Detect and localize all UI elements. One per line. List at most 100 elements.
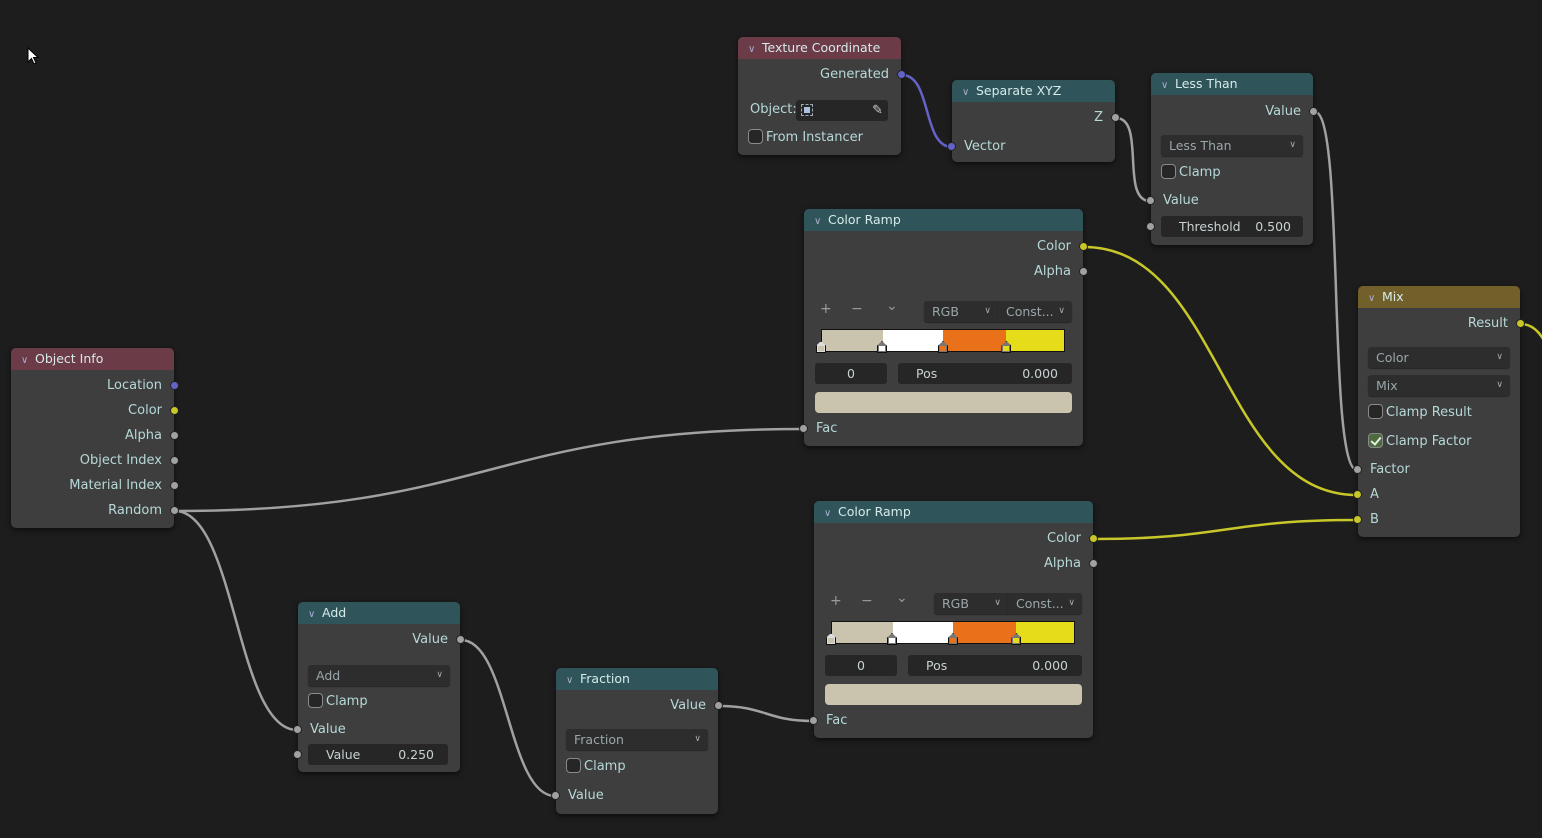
- ramp-stop-handle[interactable]: [938, 341, 948, 353]
- operation-dropdown[interactable]: Less Than∨: [1161, 135, 1303, 156]
- node-header[interactable]: ∨Color Ramp: [804, 209, 1083, 231]
- link-lessthan-factor[interactable]: [1314, 110, 1358, 472]
- stop-index-field[interactable]: 0: [815, 363, 887, 384]
- collapse-chevron-icon[interactable]: ∨: [566, 675, 574, 686]
- color-ramp-node-2[interactable]: ∨Color Ramp Color Alpha + − ⌄ RGB∨ Const…: [809, 501, 1098, 738]
- socket-a[interactable]: [1353, 490, 1362, 499]
- socket-alpha[interactable]: [170, 431, 179, 440]
- node-header[interactable]: ∨Object Info: [11, 348, 174, 370]
- eyedropper-icon[interactable]: ✎: [872, 103, 883, 118]
- remove-stop-button[interactable]: −: [851, 301, 863, 317]
- link-fraction-ramp2[interactable]: [718, 704, 814, 723]
- link-random-ramp1[interactable]: [174, 427, 804, 513]
- collapse-chevron-icon[interactable]: ∨: [748, 44, 756, 55]
- node-header[interactable]: ∨Add: [298, 602, 460, 624]
- add-stop-button[interactable]: +: [830, 593, 842, 609]
- operation-dropdown[interactable]: Add∨: [308, 665, 450, 686]
- socket-fac[interactable]: [809, 716, 818, 725]
- checkbox-checked-icon[interactable]: [1368, 433, 1383, 448]
- clamp-result-checkbox[interactable]: Clamp Result: [1368, 403, 1472, 423]
- link-add-fraction[interactable]: [460, 638, 556, 798]
- from-instancer-checkbox[interactable]: From Instancer: [748, 128, 863, 148]
- socket-color[interactable]: [1079, 242, 1088, 251]
- collapse-chevron-icon[interactable]: ∨: [1368, 293, 1376, 304]
- object-field[interactable]: ✎: [796, 100, 888, 121]
- ramp-menu-button[interactable]: ⌄: [896, 590, 908, 606]
- socket-vector[interactable]: [947, 142, 956, 151]
- separate-xyz-node[interactable]: ∨Separate XYZ Z Vector: [947, 80, 1120, 162]
- mix-node[interactable]: ∨Mix Result Color∨ Mix∨ Clamp Result Cla…: [1353, 286, 1525, 537]
- ramp-stop-handle[interactable]: [877, 341, 887, 353]
- stop-color-swatch[interactable]: [815, 392, 1072, 413]
- socket-alpha[interactable]: [1079, 267, 1088, 276]
- checkbox-box[interactable]: [308, 693, 323, 708]
- clamp-checkbox[interactable]: Clamp: [1161, 163, 1221, 183]
- link-mix-result[interactable]: [1520, 322, 1542, 380]
- collapse-chevron-icon[interactable]: ∨: [814, 216, 822, 227]
- collapse-chevron-icon[interactable]: ∨: [21, 355, 29, 366]
- ramp-stop-handle[interactable]: [948, 633, 958, 645]
- color-mode-dropdown[interactable]: RGB∨: [924, 301, 998, 322]
- ramp-stop-handle[interactable]: [1001, 341, 1012, 353]
- socket-threshold[interactable]: [1146, 222, 1155, 231]
- socket-object-index[interactable]: [170, 456, 179, 465]
- node-header[interactable]: ∨Fraction: [556, 668, 718, 690]
- checkbox-box[interactable]: [566, 758, 581, 773]
- color-ramp-node-1[interactable]: ∨Color Ramp Color Alpha + − ⌄ RGB∨ Const…: [799, 209, 1088, 446]
- socket-alpha[interactable]: [1089, 559, 1098, 568]
- checkbox-box[interactable]: [1368, 404, 1383, 419]
- texture-coordinate-node[interactable]: ∨Texture Coordinate Generated Object: ✎ …: [738, 37, 906, 155]
- less-than-node[interactable]: ∨Less Than Value Less Than∨ Clamp Value …: [1146, 73, 1318, 245]
- socket-generated[interactable]: [897, 70, 906, 79]
- node-header[interactable]: ∨Texture Coordinate: [738, 37, 901, 59]
- socket-factor[interactable]: [1353, 465, 1362, 474]
- socket-b[interactable]: [1353, 515, 1362, 524]
- node-header[interactable]: ∨Less Than: [1151, 73, 1313, 95]
- socket-value-out[interactable]: [1309, 107, 1318, 116]
- color-ramp-bar[interactable]: [831, 621, 1075, 644]
- socket-value-in[interactable]: [293, 725, 302, 734]
- ramp-menu-button[interactable]: ⌄: [886, 298, 898, 314]
- ramp-stop-handle[interactable]: [816, 341, 826, 353]
- collapse-chevron-icon[interactable]: ∨: [824, 508, 832, 519]
- socket-value-in[interactable]: [1146, 196, 1155, 205]
- link-z-value[interactable]: [1115, 116, 1151, 203]
- link-ramp2-b[interactable]: [1093, 518, 1358, 541]
- socket-location[interactable]: [170, 381, 179, 390]
- socket-result[interactable]: [1516, 319, 1525, 328]
- stop-color-swatch[interactable]: [825, 684, 1082, 705]
- checkbox-box[interactable]: [1161, 164, 1176, 179]
- object-info-node[interactable]: ∨Object Info Location Color Alpha Object…: [11, 348, 179, 528]
- node-header[interactable]: ∨Separate XYZ: [952, 80, 1115, 102]
- link-generated-vector[interactable]: [901, 73, 953, 149]
- color-mode-dropdown[interactable]: RGB∨: [934, 593, 1008, 614]
- ramp-stop-handle[interactable]: [887, 633, 897, 645]
- socket-material-index[interactable]: [170, 481, 179, 490]
- link-random-add[interactable]: [174, 509, 298, 732]
- socket-color[interactable]: [1089, 534, 1098, 543]
- collapse-chevron-icon[interactable]: ∨: [308, 609, 316, 620]
- clamp-factor-checkbox[interactable]: Clamp Factor: [1368, 432, 1472, 452]
- ramp-stop-handle[interactable]: [826, 633, 836, 645]
- remove-stop-button[interactable]: −: [861, 593, 873, 609]
- clamp-checkbox[interactable]: Clamp: [566, 757, 626, 777]
- socket-value-in[interactable]: [551, 791, 560, 800]
- stop-index-field[interactable]: 0: [825, 655, 897, 676]
- collapse-chevron-icon[interactable]: ∨: [1161, 80, 1169, 91]
- node-header[interactable]: ∨Mix: [1358, 286, 1520, 308]
- data-type-dropdown[interactable]: Color∨: [1368, 347, 1510, 368]
- socket-z[interactable]: [1111, 113, 1120, 122]
- interpolation-dropdown[interactable]: Const...∨: [1008, 593, 1082, 614]
- socket-fac[interactable]: [799, 424, 808, 433]
- clamp-checkbox[interactable]: Clamp: [308, 692, 368, 712]
- socket-value-2[interactable]: [293, 750, 302, 759]
- socket-color[interactable]: [170, 406, 179, 415]
- link-ramp1-a[interactable]: [1083, 245, 1358, 497]
- collapse-chevron-icon[interactable]: ∨: [962, 87, 970, 98]
- ramp-stop-handle[interactable]: [1011, 633, 1022, 645]
- fraction-node[interactable]: ∨Fraction Value Fraction∨ Clamp Value: [551, 668, 723, 814]
